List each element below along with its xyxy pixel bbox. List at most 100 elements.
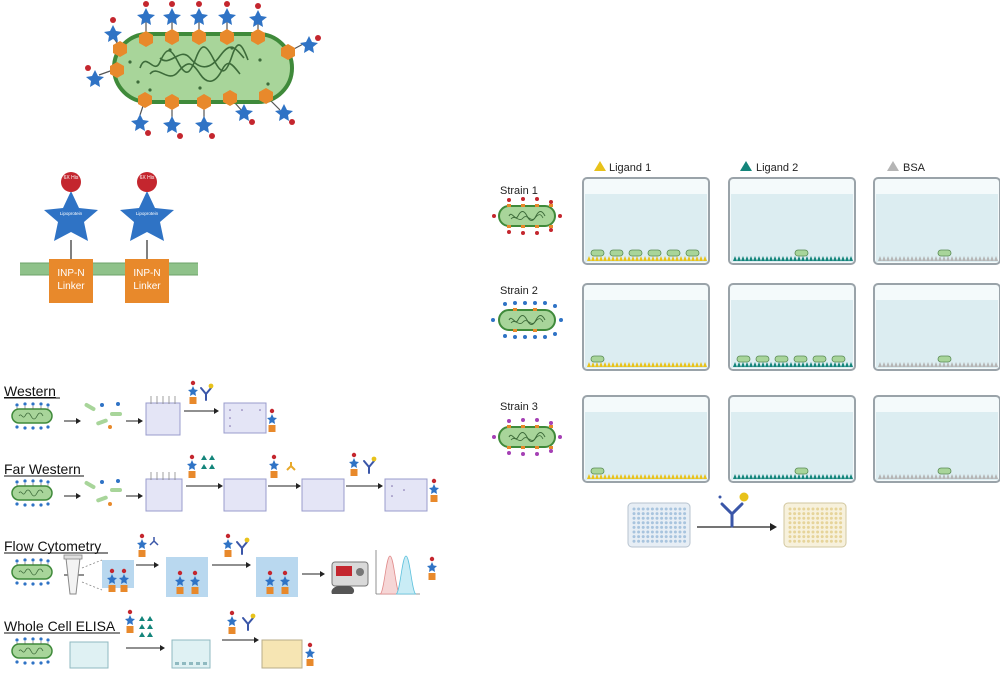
his-tag [137, 172, 157, 192]
bound-cell [666, 249, 681, 257]
tube-icon [63, 554, 83, 595]
assay-western: Western [4, 380, 277, 436]
blot-membrane-icon [223, 402, 267, 434]
ligand2-triangle-icon [740, 161, 752, 171]
antibody-icon [718, 492, 749, 528]
wells-grid [582, 177, 1000, 483]
inp-linker-label: INP-N Linker [57, 268, 84, 292]
binding-well [728, 283, 856, 371]
inp-linker-box [49, 259, 93, 303]
ligand-coating [587, 362, 707, 367]
ligand-header-label: Ligand 2 [756, 162, 798, 174]
ligand-coating [587, 474, 707, 479]
flow-cytometer-icon [331, 561, 369, 594]
strain-label: Strain 2 [500, 285, 538, 297]
bound-cell [628, 249, 643, 257]
blot-membrane-icon [223, 478, 267, 512]
ligand-header-label: BSA [903, 162, 926, 174]
ligand-coating [587, 256, 707, 261]
ligand-coating [878, 474, 998, 479]
strain-row-1: Strain 1 [492, 185, 562, 235]
ligand-header-2: Ligand 2 [740, 161, 798, 174]
lysate-fragments-icon [84, 402, 122, 429]
binding-well [582, 395, 710, 483]
lipoprotein-label: Lipoprotein [60, 211, 82, 216]
binding-well [873, 395, 1000, 483]
bound-cell [647, 249, 662, 257]
bound-cell [685, 249, 700, 257]
bound-cell [609, 249, 624, 257]
bound-cell [937, 467, 952, 475]
lipoprotein-label: Lipoprotein [136, 211, 158, 216]
gel-icon [145, 472, 183, 512]
display-bacterium [85, 1, 321, 139]
assay-label-flow-cytometry: Flow Cytometry [4, 538, 101, 554]
his-tag [61, 172, 81, 192]
ligand-header-3: BSA [887, 161, 926, 174]
lipoprotein-star [120, 191, 174, 241]
ligand-coating [878, 256, 998, 261]
bound-cell [793, 355, 808, 363]
his-tag-label: 6X His [64, 175, 79, 181]
binding-panel: Ligand 1 Ligand 2 BSA Strain 1 Strain 2 [491, 161, 1000, 548]
binding-well [873, 177, 1000, 265]
bound-cell [774, 355, 789, 363]
gel-icon [145, 396, 181, 436]
flow-panel [256, 557, 298, 597]
ligand1-triangle-icon [594, 161, 606, 171]
inp-linker-label: INP-N Linker [133, 268, 160, 292]
bound-cell [937, 249, 952, 257]
strain-row-2: Strain 2 [491, 285, 563, 339]
bound-cell [937, 355, 952, 363]
strain-label: Strain 3 [500, 401, 538, 413]
binding-well [728, 177, 856, 265]
bound-cell [794, 467, 809, 475]
construct-unit-1: INP-N Linker Lipoprotein 6X His [44, 172, 98, 303]
bound-cell [590, 355, 605, 363]
strain-row-3: Strain 3 [492, 401, 562, 456]
ligand-coating [733, 474, 853, 479]
lysate-fragments-icon [84, 479, 122, 506]
elisa-well-icon [69, 641, 109, 669]
bsa-triangle-icon [887, 161, 899, 171]
flow-panel [166, 557, 208, 597]
bound-cell [794, 249, 809, 257]
assay-far-western: Far Western [4, 452, 439, 512]
assay-flow-cytometry: Flow Cytometry [4, 533, 437, 597]
ligand-coating [733, 256, 853, 261]
plate-after-icon [783, 502, 847, 548]
plate-before-icon [627, 502, 691, 548]
bound-cell [831, 355, 846, 363]
assay-whole-cell-elisa: Whole Cell ELISA [4, 609, 315, 669]
binding-well [873, 283, 1000, 371]
ligand-coating [733, 362, 853, 367]
blot-membrane-icon [301, 478, 345, 512]
membrane [20, 263, 198, 275]
construct-unit-2: INP-N Linker Lipoprotein 6X His [120, 172, 174, 303]
flow-panel [102, 560, 134, 588]
construct-diagram: INP-N Linker Lipoprotein 6X His INP-N Li… [20, 172, 198, 303]
strain-3-cell [492, 418, 562, 456]
elisa-well-result-icon [261, 639, 303, 669]
inp-linker-box [125, 259, 169, 303]
strain-label: Strain 1 [500, 185, 538, 197]
binding-well [582, 177, 710, 265]
blot-result-icon [384, 478, 428, 512]
binding-well [582, 283, 710, 371]
bound-cell [736, 355, 751, 363]
elisa-well-icon [171, 639, 211, 669]
binding-well [728, 395, 856, 483]
assay-label-far-western: Far Western [4, 461, 81, 477]
ligand-header-label: Ligand 1 [609, 162, 651, 174]
strain-1-cell [492, 197, 562, 235]
assay-label-western: Western [4, 383, 56, 399]
assay-label-whole-cell-elisa: Whole Cell ELISA [4, 618, 116, 634]
bound-cell [590, 249, 605, 257]
strain-2-cell [491, 301, 563, 339]
lipoprotein-star [44, 191, 98, 241]
bound-cell [590, 467, 605, 475]
ligand-coating [878, 362, 998, 367]
bound-cell [755, 355, 770, 363]
bound-cell [812, 355, 827, 363]
